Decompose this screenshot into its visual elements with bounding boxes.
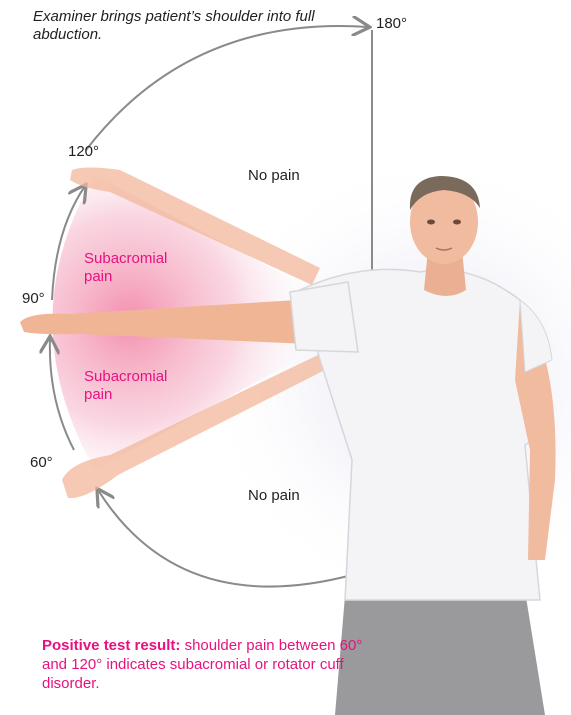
- result-heading: Positive test result:: [42, 637, 180, 654]
- label-180: 180°: [376, 15, 407, 33]
- label-60: 60°: [30, 454, 53, 472]
- no-pain-upper: No pain: [248, 167, 300, 185]
- sleeve: [290, 282, 358, 352]
- no-pain-lower: No pain: [248, 487, 300, 505]
- label-90: 90°: [22, 290, 45, 308]
- caption: Examiner brings patient’s shoulder into …: [33, 8, 333, 44]
- subacromial-pain-upper: Subacromial pain: [84, 250, 184, 286]
- label-120: 120°: [68, 143, 99, 161]
- subacromial-pain-lower: Subacromial pain: [84, 368, 184, 404]
- result-text: Positive test result: shoulder pain betw…: [42, 636, 372, 693]
